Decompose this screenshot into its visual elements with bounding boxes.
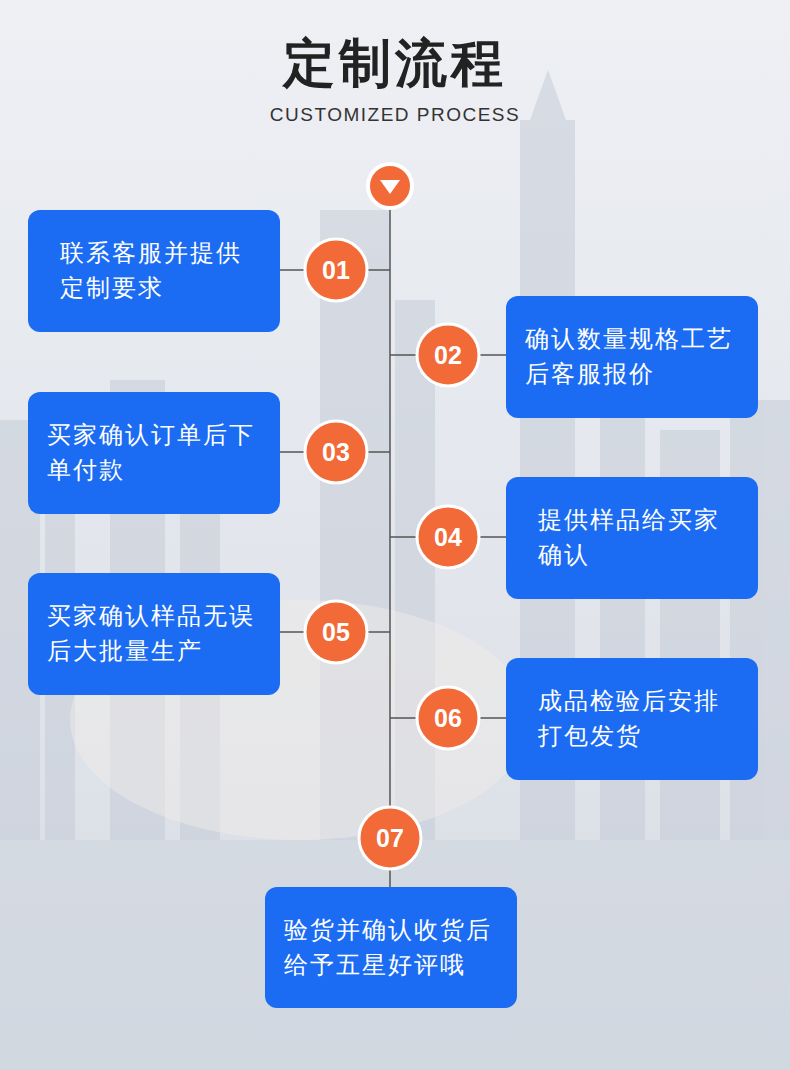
step-circle: 06 — [414, 684, 482, 752]
connector-line — [389, 869, 391, 887]
step-number: 04 — [434, 525, 462, 550]
connector-line — [280, 631, 305, 633]
process-box: 提供样品给买家 确认 — [506, 477, 758, 599]
step-circle: 03 — [302, 418, 370, 486]
process-box: 买家确认订单后下 单付款 — [28, 392, 280, 514]
process-box: 买家确认样品无误 后大批量生产 — [28, 573, 280, 695]
step-number: 03 — [322, 440, 350, 465]
title: 定制流程 — [0, 32, 790, 94]
step-number: 05 — [322, 620, 350, 645]
connector-line — [280, 451, 305, 453]
subtitle: CUSTOMIZED PROCESS — [0, 104, 790, 126]
step-number: 01 — [322, 258, 350, 283]
connector-line — [280, 269, 305, 271]
step-text: 联系客服并提供 定制要求 — [60, 236, 248, 306]
process-box: 验货并确认收货后 给予五星好评哦 — [265, 887, 517, 1008]
step-circle: 02 — [414, 321, 482, 389]
process-box: 确认数量规格工艺 后客服报价 — [506, 296, 758, 418]
step-circle: 07 — [356, 804, 424, 872]
step-number: 06 — [434, 706, 462, 731]
step-text: 验货并确认收货后 给予五星好评哦 — [284, 913, 498, 983]
step-circle: 01 — [302, 236, 370, 304]
step-text: 买家确认订单后下 单付款 — [47, 418, 261, 488]
step-circle: 05 — [302, 598, 370, 666]
process-box: 联系客服并提供 定制要求 — [28, 210, 280, 332]
step-text: 买家确认样品无误 后大批量生产 — [47, 599, 261, 669]
step-text: 提供样品给买家 确认 — [538, 503, 726, 573]
process-box: 成品检验后安排 打包发货 — [506, 658, 758, 780]
step-text: 确认数量规格工艺 后客服报价 — [525, 322, 739, 392]
step-number: 07 — [376, 826, 404, 851]
step-text: 成品检验后安排 打包发货 — [538, 684, 726, 754]
step-number: 02 — [434, 343, 462, 368]
connector-line — [479, 717, 506, 719]
connector-line — [479, 536, 506, 538]
connector-line — [479, 354, 506, 356]
step-circle: 04 — [414, 503, 482, 571]
